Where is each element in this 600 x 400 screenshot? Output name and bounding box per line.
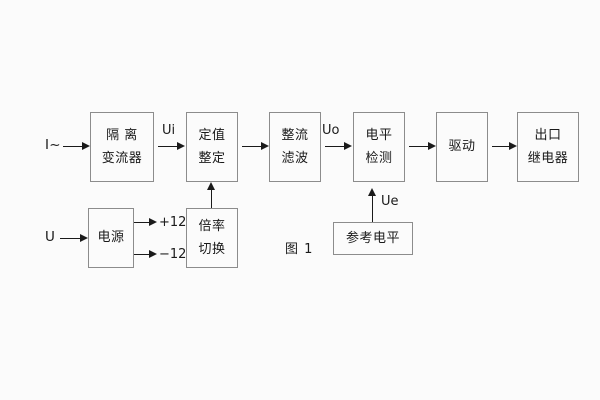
connector-input-current [63, 146, 83, 147]
signal-uo-label: Uo [322, 123, 340, 138]
block-driver: 驱动 [436, 112, 488, 182]
block-level-detect: 电平 检测 [353, 112, 405, 182]
block-reference-level-line-1: 参考电平 [345, 230, 400, 246]
block-reference-level: 参考电平 [333, 222, 413, 255]
block-setting-line-2: 整定 [198, 150, 226, 166]
block-setting: 定值 整定 [186, 112, 238, 182]
figure-caption: 图 1 [285, 242, 314, 257]
block-multiplier-switch: 倍率 切换 [186, 208, 238, 268]
block-multiplier-switch-line-1: 倍率 [198, 218, 226, 234]
arrowhead-setting-to-rectifier [261, 142, 269, 150]
connector-input-voltage [60, 238, 81, 239]
block-driver-line-1: 驱动 [448, 139, 476, 155]
block-rectifier-filter-line-1: 整流 [281, 127, 309, 143]
connector-uo [325, 146, 345, 147]
input-voltage-label: U [45, 229, 56, 245]
arrowhead-driver-to-relay [509, 142, 517, 150]
arrowhead-rail-negative [149, 250, 157, 258]
block-isolating-ct-line-1: 隔 离 [106, 127, 138, 143]
block-rectifier-filter-line-2: 滤波 [281, 150, 309, 166]
block-rectifier-filter: 整流 滤波 [269, 112, 321, 182]
connector-setting-to-rectifier [242, 146, 262, 147]
block-output-relay-line-2: 继电器 [527, 150, 569, 166]
arrowhead-ui [177, 142, 185, 150]
arrowhead-level-to-driver [428, 142, 436, 150]
block-power-supply-line-1: 电源 [97, 230, 125, 246]
block-level-detect-line-1: 电平 [365, 127, 393, 143]
block-isolating-ct: 隔 离 变流器 [90, 112, 154, 182]
arrowhead-rail-positive [149, 218, 157, 226]
connector-multiplier-to-setting [211, 189, 212, 208]
connector-rail-positive [134, 222, 150, 223]
arrowhead-input-voltage [80, 234, 88, 242]
signal-ue-label: Ue [381, 194, 399, 209]
arrowhead-reference-to-level [368, 188, 376, 196]
arrowhead-input-current [82, 142, 90, 150]
block-output-relay-line-1: 出口 [534, 127, 562, 143]
block-power-supply: 电源 [88, 208, 134, 268]
arrowhead-uo [344, 142, 352, 150]
connector-driver-to-relay [492, 146, 510, 147]
block-output-relay: 出口 继电器 [517, 112, 579, 182]
block-level-detect-line-2: 检测 [365, 150, 393, 166]
block-multiplier-switch-line-2: 切换 [198, 241, 226, 257]
arrowhead-multiplier-to-setting [207, 182, 215, 190]
connector-ui [158, 146, 178, 147]
signal-ui-label: Ui [162, 123, 176, 138]
block-setting-line-1: 定值 [198, 127, 226, 143]
connector-level-to-driver [409, 146, 429, 147]
connector-reference-to-level [372, 195, 373, 222]
input-current-label: I~ [45, 137, 61, 153]
connector-rail-negative [134, 254, 150, 255]
block-isolating-ct-line-2: 变流器 [101, 150, 143, 166]
